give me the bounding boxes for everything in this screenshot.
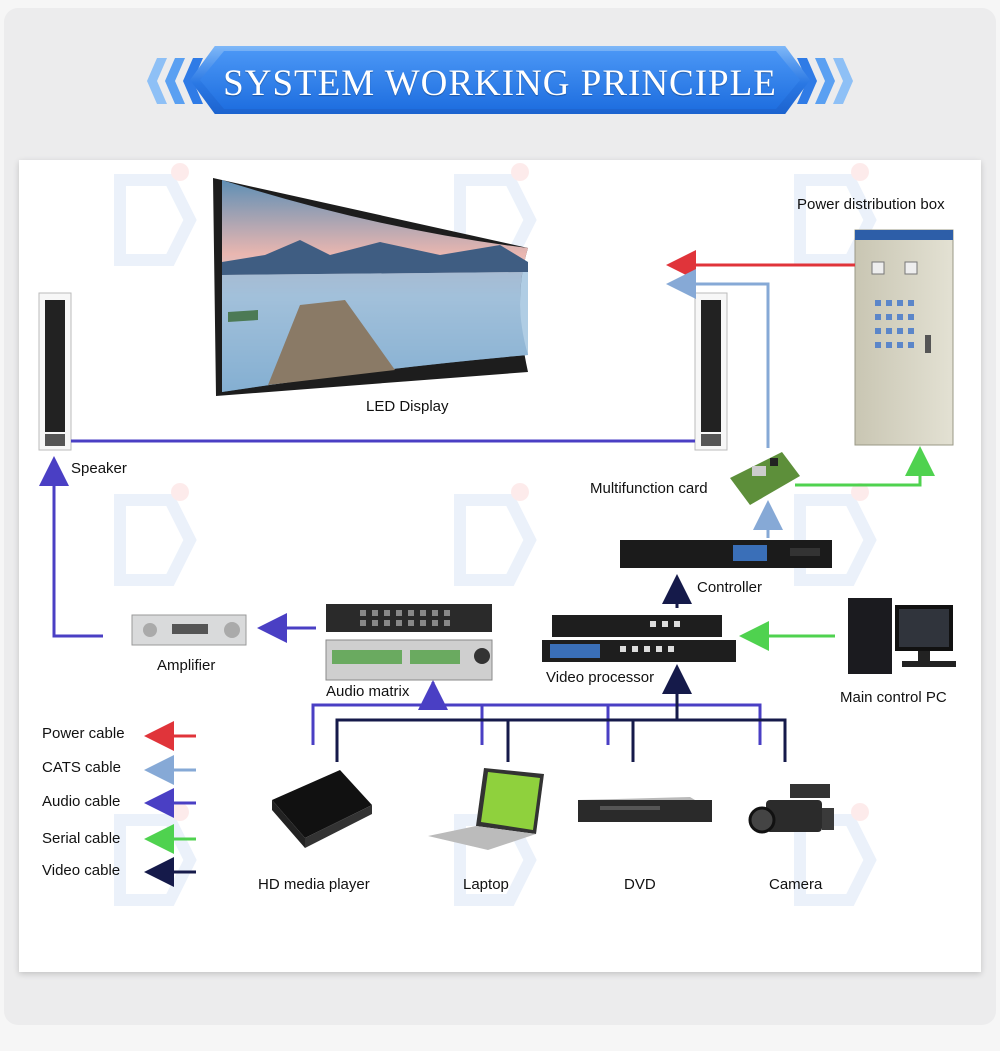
amplifier-label: Amplifier [157, 657, 216, 674]
hd-media-player [272, 770, 372, 848]
speaker-left [38, 292, 72, 451]
multifunction-card-label: Multifunction card [590, 480, 708, 497]
controller-label: Controller [697, 579, 763, 596]
title-banner: SYSTEM WORKING PRINCIPLE [190, 46, 810, 114]
watermark-logo-icon [114, 163, 197, 266]
camera-label: Camera [769, 876, 823, 893]
audio-cable-line [39, 456, 103, 638]
led-display-screen [213, 178, 528, 396]
audio-matrix-label: Audio matrix [326, 683, 410, 700]
hd-player-label: HD media player [258, 876, 370, 893]
video-camera [748, 784, 834, 834]
main-pc-label: Main control PC [840, 689, 947, 706]
laptop-device [428, 768, 544, 850]
multifunction-card [730, 452, 800, 505]
power-distribution-box [854, 229, 954, 446]
video-cable-line [335, 718, 787, 762]
page-title: SYSTEM WORKING PRINCIPLE [223, 63, 777, 104]
video-processor-device [542, 615, 736, 662]
speaker-label: Speaker [71, 460, 127, 477]
audio-cable-line [311, 682, 762, 745]
legend-serial-label: Serial cable [42, 830, 121, 847]
legend-cats-label: CATS cable [42, 759, 121, 776]
dvd-player [578, 797, 712, 822]
main-control-pc [848, 598, 956, 674]
controller-device [620, 540, 832, 568]
serial-cable-line [795, 446, 935, 487]
led-display-label: LED Display [366, 398, 449, 415]
watermark-logo-icon [794, 803, 877, 906]
speaker-right [694, 292, 728, 451]
legend-power-label: Power cable [42, 725, 125, 742]
watermark-logo-icon [114, 803, 197, 906]
audio-matrix-device [325, 604, 493, 681]
watermark-logo-icon [114, 483, 197, 586]
laptop-label: Laptop [463, 876, 509, 893]
power-box-label: Power distribution box [797, 196, 945, 213]
amplifier-device [131, 614, 247, 646]
dvd-label: DVD [624, 876, 656, 893]
legend-video-label: Video cable [42, 862, 121, 879]
cats-cable-line [666, 269, 770, 448]
legend-audio-label: Audio cable [42, 793, 121, 810]
watermark-logo-icon [454, 483, 537, 586]
video-processor-label: Video processor [546, 669, 655, 686]
